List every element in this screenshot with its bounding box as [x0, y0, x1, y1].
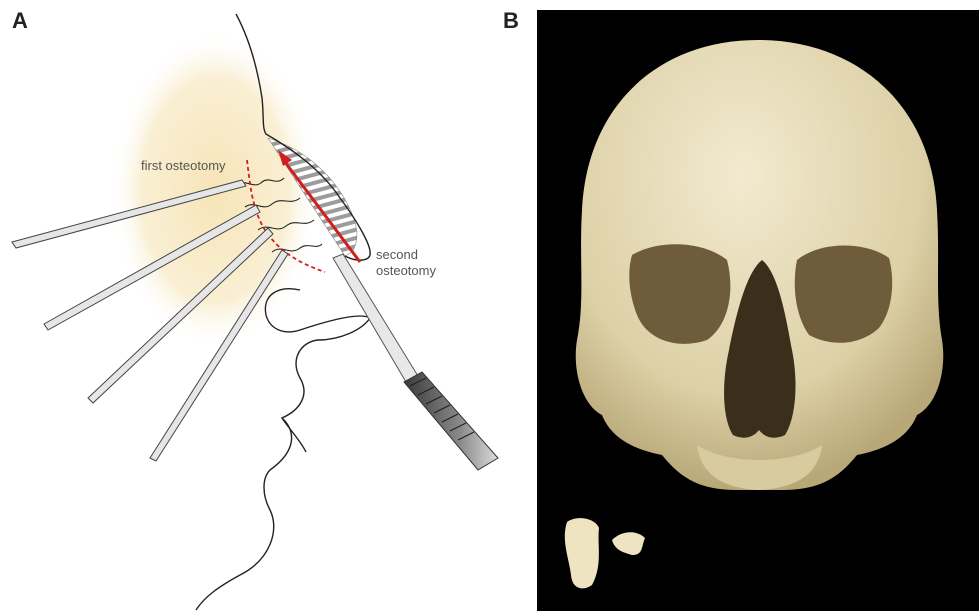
bone-fragment-2 [612, 532, 645, 555]
chisel-handle [404, 372, 498, 470]
panel-b-label: B [503, 8, 519, 34]
upper-lip-outline [196, 316, 370, 610]
first-osteotomy-label: first osteotomy [141, 158, 226, 174]
chisel-instrument [333, 254, 498, 470]
chin-outline [282, 418, 306, 452]
right-orbit [795, 246, 892, 343]
second-osteotomy-label: second osteotomy [376, 247, 456, 279]
bone-fragment-1 [565, 518, 599, 588]
skull-photograph [537, 10, 979, 611]
